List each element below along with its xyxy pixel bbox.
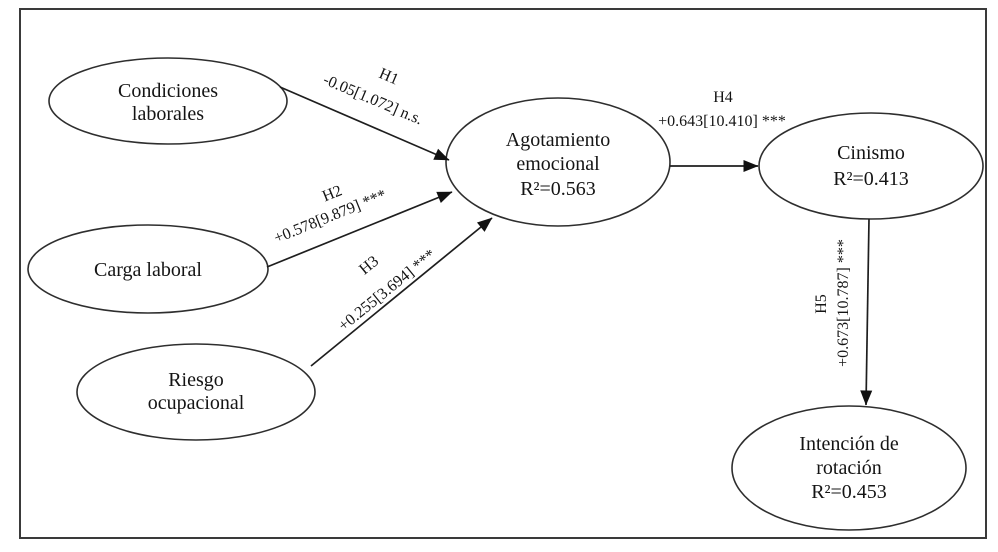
h5-coefficient-label: +0.673[10.787] *** xyxy=(835,239,852,367)
riesgo-ocupacional-label-line2: ocupacional xyxy=(148,392,245,414)
h4-hypothesis-label: H4 xyxy=(713,89,733,106)
agotamiento-emocional-r2-value: R²=0.563 xyxy=(520,178,596,200)
intencion-de-rotacion-r2-value: R²=0.453 xyxy=(811,481,887,503)
h2-arrow xyxy=(266,191,453,268)
h4-coefficient-label: +0.643[10.410] *** xyxy=(658,113,786,130)
node-intencion-de-rotacion: Intención de rotación R²=0.453 xyxy=(731,405,967,531)
agotamiento-emocional-ellipse xyxy=(445,97,671,227)
h5-hypothesis-label: H5 xyxy=(813,294,830,314)
intencion-de-rotacion-label-line2: rotación xyxy=(816,457,882,479)
agotamiento-emocional-label-line2: emocional xyxy=(516,153,600,175)
agotamiento-emocional-label-line1: Agotamiento xyxy=(506,129,610,151)
intencion-de-rotacion-ellipse xyxy=(731,405,967,531)
h1-arrow xyxy=(279,86,450,161)
riesgo-ocupacional-ellipse xyxy=(76,343,316,441)
node-carga-laboral: Carga laboral xyxy=(27,224,269,314)
h5-arrow xyxy=(860,218,873,406)
edge-h4: H4 +0.643[10.410] *** xyxy=(658,89,786,172)
node-agotamiento-emocional: Agotamiento emocional R²=0.563 xyxy=(445,97,671,227)
node-riesgo-ocupacional: Riesgo ocupacional xyxy=(76,343,316,441)
node-cinismo: Cinismo R²=0.413 xyxy=(758,112,984,220)
cinismo-ellipse xyxy=(758,112,984,220)
riesgo-ocupacional-label-line1: Riesgo xyxy=(168,369,224,391)
intencion-de-rotacion-label-line1: Intención de xyxy=(799,433,899,455)
node-condiciones-laborales: Condiciones laborales xyxy=(48,57,288,145)
h3-arrow xyxy=(310,217,493,367)
carga-laboral-label: Carga laboral xyxy=(94,259,202,281)
h1-hypothesis-label: H1 xyxy=(376,65,401,88)
condiciones-laborales-label-line2: laborales xyxy=(132,103,204,125)
condiciones-laborales-label-line1: Condiciones xyxy=(118,80,218,102)
h2-hypothesis-label: H2 xyxy=(320,182,345,205)
edge-h5: H5 +0.673[10.787] *** xyxy=(813,218,873,406)
condiciones-laborales-ellipse xyxy=(48,57,288,145)
cinismo-r2-value: R²=0.413 xyxy=(833,168,909,190)
cinismo-label: Cinismo xyxy=(837,142,905,164)
carga-laboral-ellipse xyxy=(27,224,269,314)
